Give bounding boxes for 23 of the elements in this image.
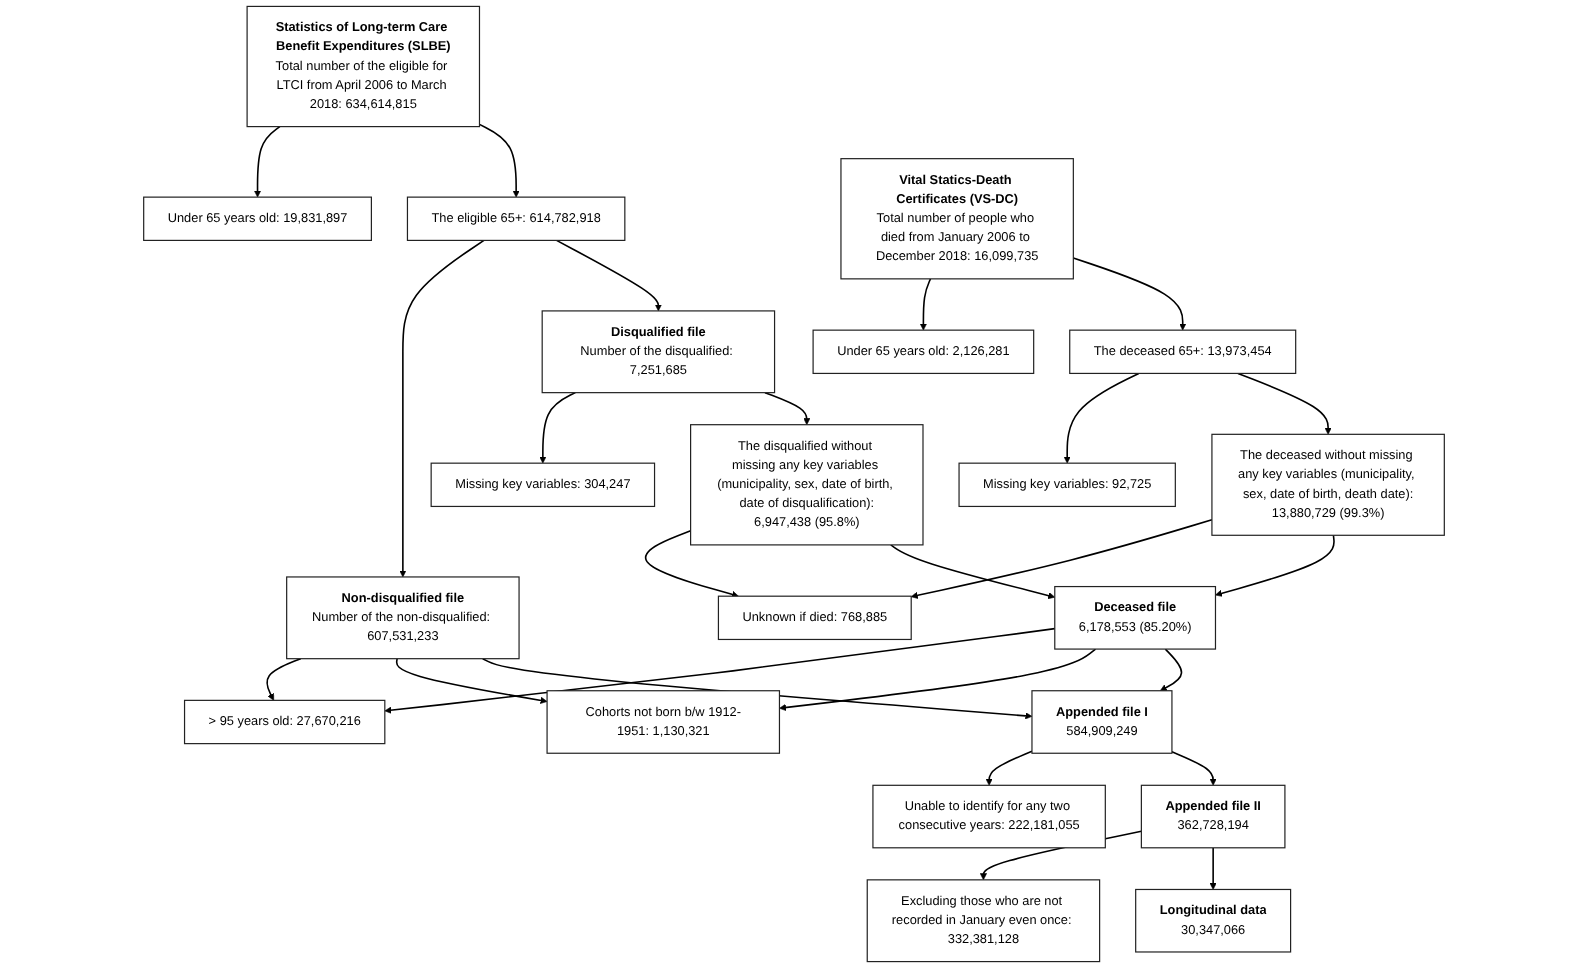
arrow	[1063, 372, 1140, 464]
arrow	[919, 278, 932, 331]
arrow	[764, 391, 811, 425]
arrow	[1159, 648, 1183, 692]
arrow	[481, 657, 1033, 720]
arrow	[1072, 257, 1187, 331]
arrow	[1209, 847, 1217, 890]
arrow	[985, 750, 1033, 786]
arrow	[399, 239, 485, 578]
arrow	[1171, 750, 1217, 786]
arrow	[1237, 372, 1332, 435]
arrow	[254, 125, 281, 198]
arrow	[779, 648, 1097, 711]
arrow	[1215, 534, 1335, 597]
arrow	[644, 529, 739, 598]
arrow	[395, 657, 548, 704]
arrow	[555, 239, 662, 312]
arrow	[266, 657, 302, 701]
arrow	[890, 544, 1056, 600]
arrow	[910, 518, 1213, 599]
arrow	[539, 391, 577, 464]
arrow	[384, 627, 1056, 714]
arrow	[478, 123, 520, 198]
